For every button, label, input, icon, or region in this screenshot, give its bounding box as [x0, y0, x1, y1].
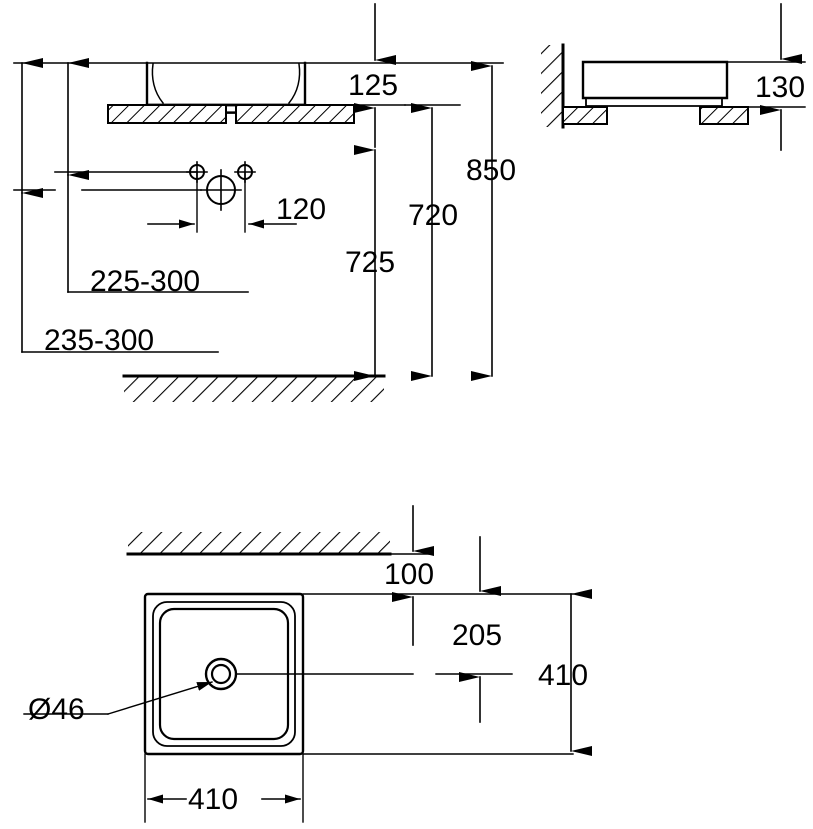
dimension-label-120: 120	[276, 193, 326, 226]
dimension-label-diameter-46: Ø46	[28, 693, 85, 726]
waste-outlet-plan	[204, 657, 238, 691]
dimension-label-410-depth: 410	[538, 659, 588, 692]
dimension-label-410-width: 410	[188, 783, 238, 816]
basin-side-elevation	[581, 60, 729, 107]
dimension-410-width	[144, 753, 304, 823]
dimension-235-300	[21, 58, 219, 353]
dimension-label-850: 850	[466, 154, 516, 187]
dimension-label-130: 130	[755, 71, 805, 104]
dimension-label-725: 725	[345, 246, 395, 279]
dimension-120	[147, 171, 297, 233]
dimension-label-720: 720	[408, 199, 458, 232]
dimension-label-205: 205	[452, 619, 502, 652]
dimension-720	[404, 103, 461, 381]
dimension-225-300	[67, 58, 249, 293]
dimension-125	[344, 3, 406, 148]
dimension-label-225-300: 225-300	[90, 265, 200, 298]
dimension-label-125: 125	[348, 69, 398, 102]
wall-section-side-view	[541, 43, 565, 129]
dimension-label-235-300: 235-300	[44, 324, 154, 357]
floor-section	[122, 374, 386, 402]
wall-section-plan-view	[126, 532, 392, 556]
countertop-section-side-view	[562, 106, 749, 125]
countertop-section	[107, 104, 355, 124]
leader-line-diameter-46	[23, 681, 213, 715]
dimension-label-100: 100	[384, 558, 434, 591]
